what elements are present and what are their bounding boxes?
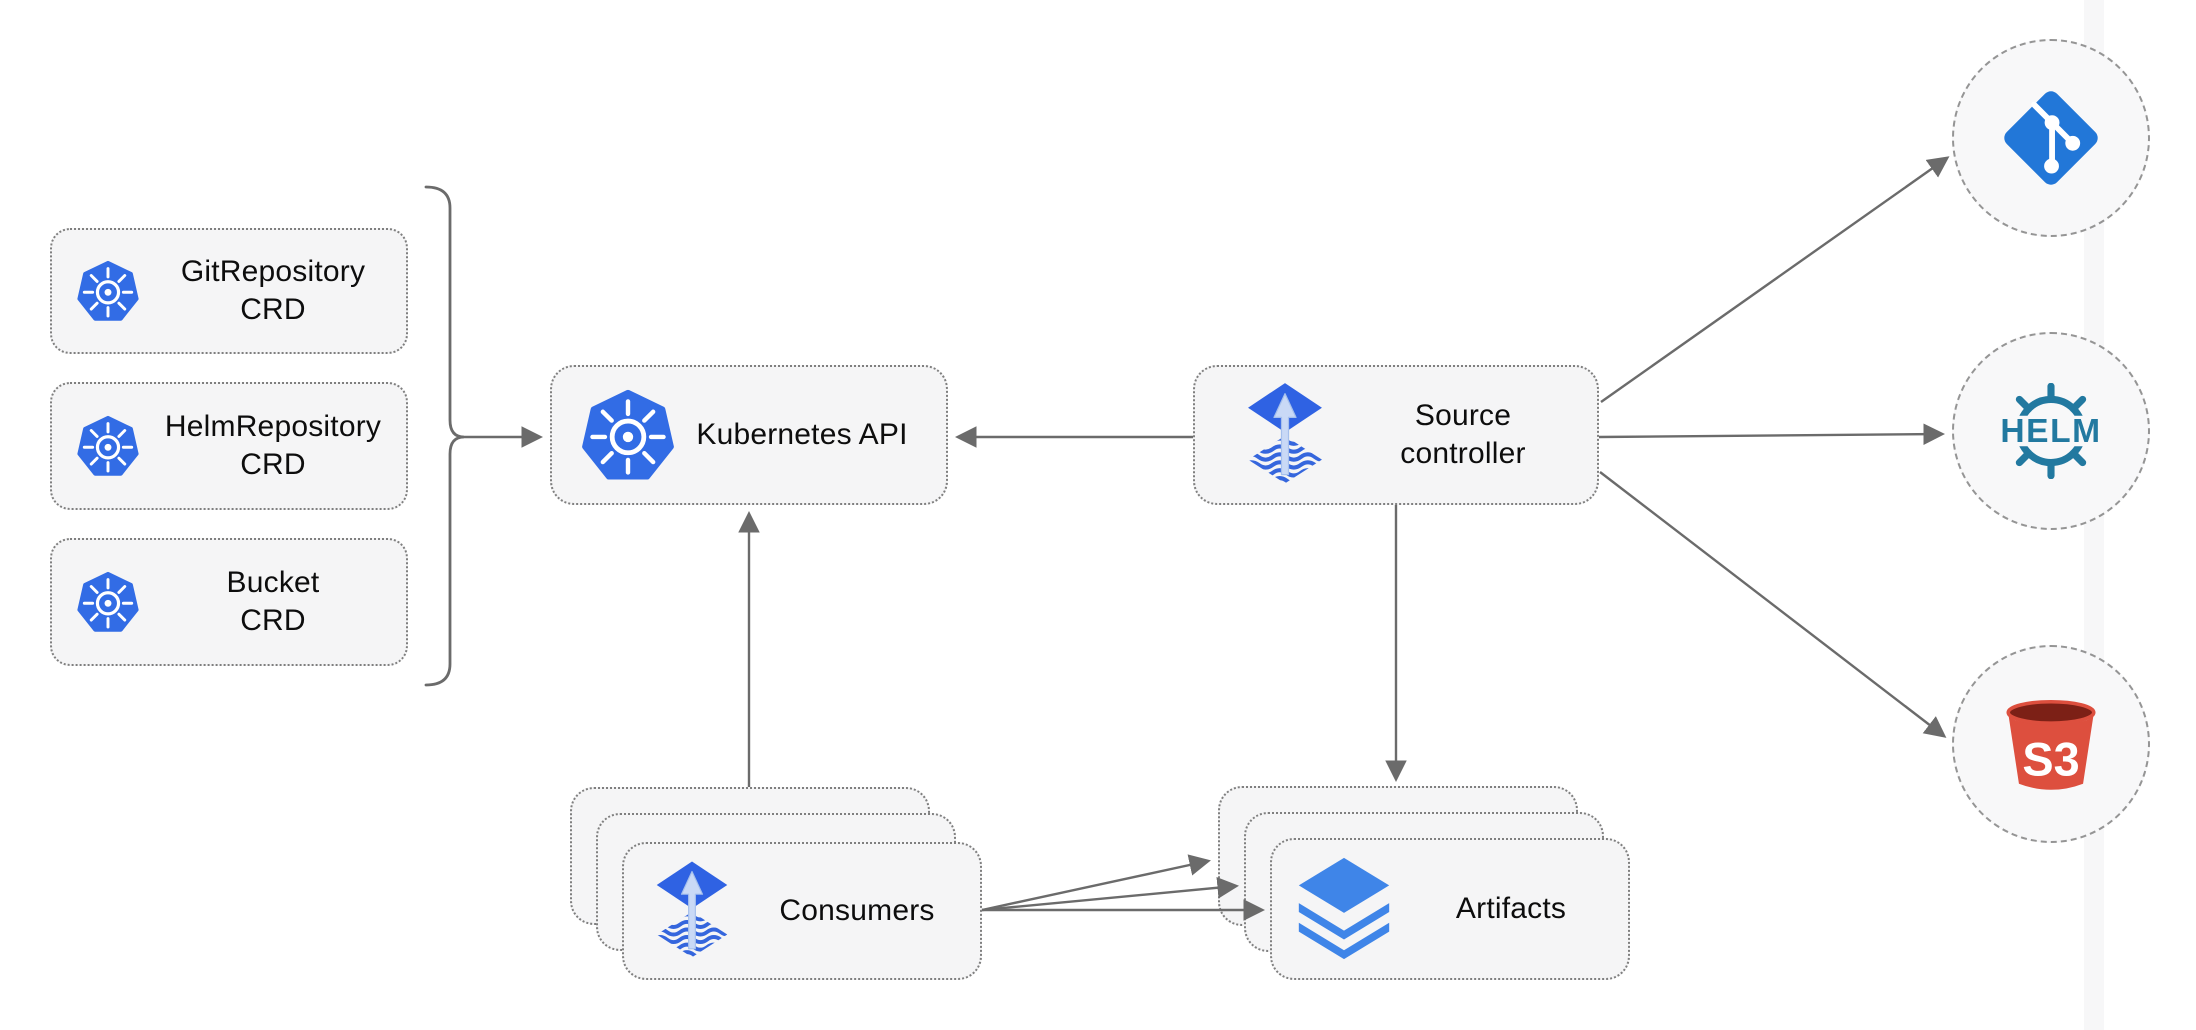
layers-icon	[1294, 854, 1394, 964]
connector-source-to-s3	[1599, 471, 1947, 738]
crd-group-brace	[424, 185, 465, 687]
bucket-crd-box: Bucket CRD	[50, 538, 408, 666]
connector-consumers-to-artifacts-middle	[981, 876, 1240, 912]
helm-icon: HELM	[1990, 383, 2112, 479]
consumers-label: Consumers	[779, 894, 935, 927]
connector-source-to-helm	[1598, 423, 1946, 445]
kubernetes-api-label: Kubernetes API	[696, 418, 908, 451]
git-icon	[1998, 85, 2104, 191]
gitrepository-crd-label: GitRepository CRD	[180, 255, 366, 326]
bucket-crd-label: Bucket CRD	[226, 566, 320, 637]
kubernetes-icon	[580, 387, 676, 483]
connector-source-to-git	[1600, 156, 1950, 403]
kubernetes-api-box: Kubernetes API	[550, 365, 948, 505]
helm-wordmark: HELM	[2000, 413, 2101, 450]
kubernetes-icon	[76, 570, 140, 634]
kubernetes-icon	[76, 259, 140, 323]
git-remote-circle	[1952, 39, 2150, 237]
consumers-box: Consumers	[622, 842, 982, 980]
helm-remote-circle: HELM	[1952, 332, 2150, 530]
artifacts-box: Artifacts	[1270, 838, 1630, 980]
s3-bucket-icon: S3	[1995, 687, 2107, 801]
artifacts-label: Artifacts	[1455, 892, 1567, 925]
source-controller-label: Source controller	[1400, 399, 1526, 470]
flux-icon	[1241, 383, 1329, 487]
connector-consumers-to-artifacts-back	[981, 854, 1211, 912]
kubernetes-icon	[76, 414, 140, 478]
helmrepository-crd-box: HelmRepository CRD	[50, 382, 408, 510]
gitrepository-crd-box: GitRepository CRD	[50, 228, 408, 354]
flux-icon	[650, 861, 734, 961]
s3-wordmark: S3	[2022, 733, 2079, 785]
s3-remote-circle: S3	[1952, 645, 2150, 843]
helmrepository-crd-label: HelmRepository CRD	[164, 410, 382, 481]
source-controller-box: Source controller	[1193, 365, 1599, 505]
